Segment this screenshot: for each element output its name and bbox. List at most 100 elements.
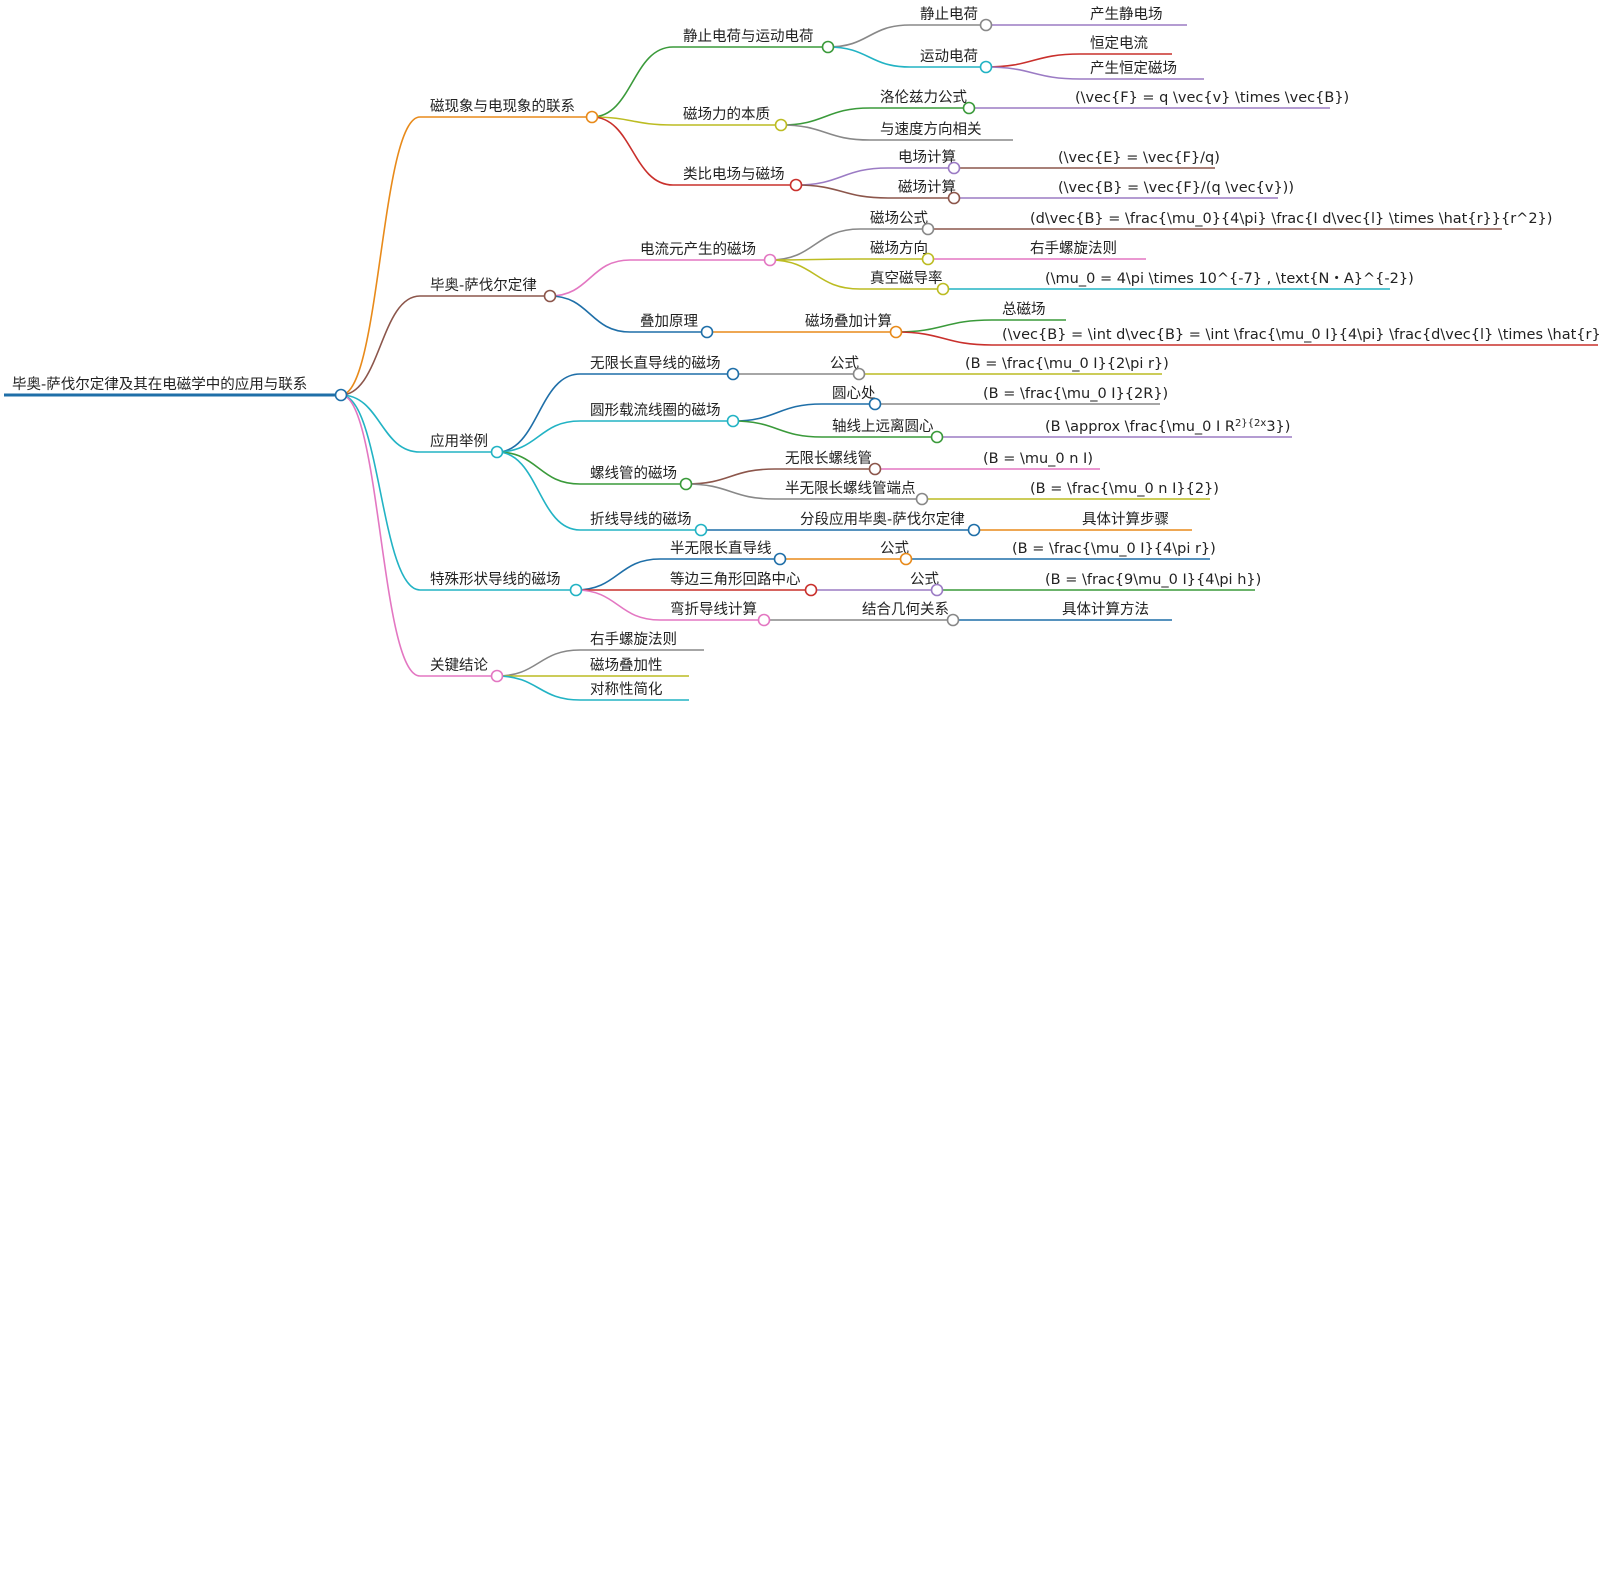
node-label-n1c2: 磁场计算	[898, 179, 956, 196]
node-label-n2b1: 磁场叠加计算	[805, 313, 892, 330]
connector-n1a	[591, 46, 674, 118]
expand-toggle-n1b[interactable]	[774, 118, 788, 132]
node-label-n1: 磁现象与电现象的联系	[430, 98, 575, 115]
expand-toggle-n4b1[interactable]	[930, 583, 944, 597]
expand-toggle-n3c[interactable]	[679, 477, 693, 491]
expand-toggle-n2[interactable]	[543, 289, 557, 303]
connector-n3c	[496, 451, 581, 485]
node-label-n1a1a: 产生静电场	[1090, 6, 1163, 23]
expand-toggle-n1c1[interactable]	[947, 161, 961, 175]
expand-toggle-n3d1[interactable]	[967, 523, 981, 537]
expand-toggle-n1c[interactable]	[789, 178, 803, 192]
connector-n2	[340, 295, 421, 396]
connector-n1c1	[795, 167, 889, 186]
node-label-n2b1b: (\vec{B} = \int d\vec{B} = \int \frac{\m…	[1002, 327, 1602, 343]
node-label-n3c1: 无限长螺线管	[785, 450, 872, 467]
expand-toggle-n2a2[interactable]	[921, 252, 935, 266]
expand-toggle-n4[interactable]	[569, 583, 583, 597]
node-label-n5c: 对称性简化	[590, 681, 663, 698]
node-label-n3b1: 圆心处	[832, 385, 876, 402]
node-label-n5b: 磁场叠加性	[590, 657, 663, 674]
expand-toggle-n1c2[interactable]	[947, 191, 961, 205]
expand-toggle-n3b[interactable]	[726, 414, 740, 428]
expand-toggle-n3a[interactable]	[726, 367, 740, 381]
expand-toggle-n5[interactable]	[490, 669, 504, 683]
node-label-n4: 特殊形状导线的磁场	[430, 571, 561, 588]
node-label-n3d1a: 具体计算步骤	[1082, 511, 1169, 528]
expand-toggle-n1a[interactable]	[821, 40, 835, 54]
expand-toggle-n1a1[interactable]	[979, 18, 993, 32]
node-label-n2b1a: 总磁场	[1002, 301, 1046, 318]
expand-toggle-n4a1[interactable]	[899, 552, 913, 566]
node-label-n4b: 等边三角形回路中心	[670, 570, 801, 588]
node-label-n3b2: 轴线上远离圆心	[832, 418, 934, 435]
node-label-n4c1a: 具体计算方法	[1062, 601, 1149, 618]
node-label-n4a1a: (B = \frac{\mu_0 I}{4\pi r})	[1012, 541, 1216, 557]
expand-toggle-n4c[interactable]	[757, 613, 771, 627]
expand-toggle-n3b1[interactable]	[868, 397, 882, 411]
expand-toggle-n2a[interactable]	[763, 253, 777, 267]
node-label-n3c1a: (B = \mu_0 n I)	[983, 451, 1093, 467]
connector-n3a	[496, 373, 581, 453]
connector-n1c	[591, 116, 674, 186]
expand-toggle-n2a3[interactable]	[936, 282, 950, 296]
node-label-n1b1a: (\vec{F} = q \vec{v} \times \vec{B})	[1075, 90, 1349, 106]
connector-n1c2	[795, 184, 889, 199]
node-label-n2a1a: (d\vec{B} = \frac{\mu_0}{4\pi} \frac{I d…	[1030, 211, 1552, 227]
connector-n3b	[496, 420, 581, 453]
expand-toggle-n3c1[interactable]	[868, 462, 882, 476]
node-label-n1b: 磁场力的本质	[683, 106, 770, 123]
branch-connectors	[340, 24, 1081, 701]
connector-n2a3	[769, 259, 861, 290]
expand-toggle-n2b[interactable]	[700, 325, 714, 339]
expand-toggle-n3b2[interactable]	[930, 430, 944, 444]
expand-toggle-n4a[interactable]	[773, 552, 787, 566]
node-label-n3a1a: (B = \frac{\mu_0 I}{2\pi r})	[965, 356, 1169, 372]
connector-n1b2	[780, 124, 871, 141]
expand-toggle-n3d[interactable]	[694, 523, 708, 537]
node-label-n5a: 右手螺旋法则	[590, 631, 677, 648]
expand-toggle-n1a2[interactable]	[979, 60, 993, 74]
node-label-n2a: 电流元产生的磁场	[640, 241, 756, 258]
expand-toggle-n3c2[interactable]	[915, 492, 929, 506]
node-label-n2: 毕奥-萨伐尔定律	[430, 277, 537, 294]
node-label-n2b: 叠加原理	[640, 313, 698, 330]
expand-toggle-n3a1[interactable]	[852, 367, 866, 381]
connector-n2a	[549, 259, 631, 297]
expand-toggle-n2a1[interactable]	[921, 222, 935, 236]
node-label-n3a1: 公式	[830, 355, 859, 372]
connector-n1a1	[827, 24, 911, 48]
expand-toggle-n4b[interactable]	[804, 583, 818, 597]
connector-n2b1b	[895, 331, 993, 346]
node-label-n2a3: 真空磁导率	[870, 269, 943, 287]
expand-toggle-n3[interactable]	[490, 445, 504, 459]
node-label-n4a: 半无限长直导线	[670, 540, 772, 557]
expand-toggle-n1b1[interactable]	[962, 101, 976, 115]
node-label-n1c1: 电场计算	[898, 149, 956, 166]
node-label-n2a2a: 右手螺旋法则	[1030, 240, 1117, 257]
node-label-n3c: 螺线管的磁场	[590, 465, 677, 482]
connector-n1a2	[827, 46, 911, 68]
connector-n3c1	[685, 468, 776, 485]
node-label-n1b1: 洛伦兹力公式	[880, 89, 967, 106]
expand-toggle-n2b1[interactable]	[889, 325, 903, 339]
connector-n3c2	[685, 483, 776, 500]
connector-n3b1	[732, 403, 823, 422]
connector-n2b1a	[895, 319, 993, 333]
connector-n1b	[591, 116, 674, 126]
expand-toggle-root[interactable]	[334, 388, 348, 402]
node-label-n4b1: 公式	[910, 571, 939, 588]
expand-toggle-n4c1[interactable]	[946, 613, 960, 627]
node-label-n2a2: 磁场方向	[870, 240, 928, 257]
node-underlines	[4, 24, 1598, 701]
expand-toggle-n1[interactable]	[585, 110, 599, 124]
node-label-n3c2: 半无限长螺线管端点	[785, 480, 916, 497]
node-label-n3b: 圆形载流线圈的磁场	[590, 402, 721, 419]
node-superscript: 2}{2x	[1235, 418, 1266, 429]
node-expand-handles	[334, 18, 993, 683]
connector-n5	[340, 394, 421, 677]
connector-n2a1	[769, 228, 861, 261]
node-label-n4b1a: (B = \frac{9\mu_0 I}{4\pi h})	[1045, 572, 1261, 588]
node-label-n3: 应用举例	[430, 432, 488, 450]
